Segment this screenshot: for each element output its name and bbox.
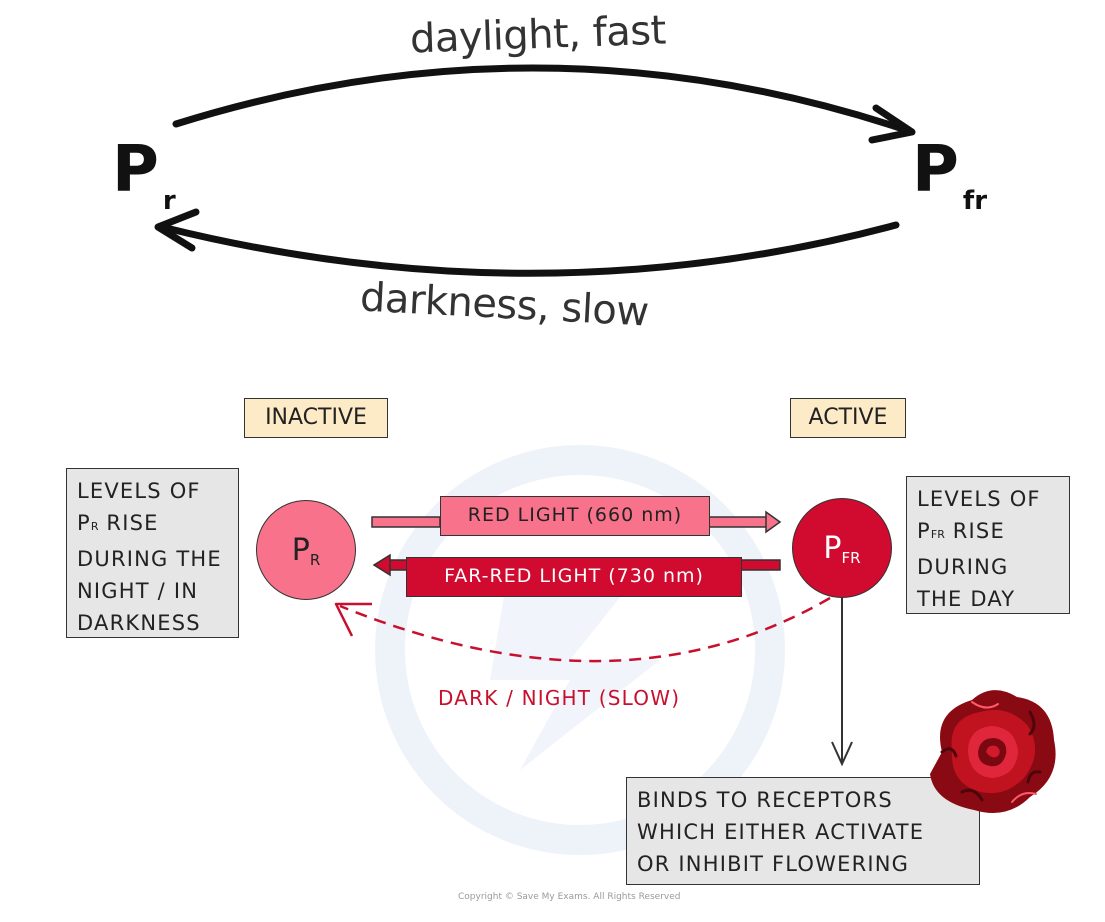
pfr-levels-note: LEVELS OF PFR RISE DURING THE DAY [906, 476, 1070, 614]
dark-night-arrowhead [334, 602, 372, 637]
darkness-arrow [162, 221, 900, 277]
daylight-arrow [172, 64, 904, 132]
far-red-shaft-right [739, 559, 781, 571]
active-tag: ACTIVE [790, 398, 906, 438]
pr-levels-note: LEVELS OF PR RISE DURING THE NIGHT / IN … [66, 468, 239, 638]
far-red-light-label: FAR-RED LIGHT (730 nm) [406, 557, 742, 597]
watermark-logo-icon [375, 445, 785, 855]
inactive-tag: INACTIVE [244, 398, 388, 438]
rose-icon [930, 690, 1056, 814]
daylight-arrowhead [868, 104, 916, 144]
red-light-shaft-left [371, 516, 441, 528]
red-light-arrowhead [765, 510, 782, 534]
darkness-arrowhead [154, 208, 200, 252]
far-red-arrowhead [372, 553, 391, 577]
dark-night-label: DARK / NIGHT (SLOW) [438, 686, 681, 710]
red-light-shaft-right [707, 516, 769, 528]
receptor-outcome-box: BINDS TO RECEPTORS WHICH EITHER ACTIVATE… [626, 777, 980, 885]
red-light-label: RED LIGHT (660 nm) [440, 496, 710, 536]
top-cycle-arrows [154, 64, 916, 277]
dark-night-dashed-curve [339, 596, 831, 663]
pfr-to-receptors-arrowhead [831, 741, 853, 767]
copyright-footer: Copyright © Save My Exams. All Rights Re… [458, 892, 681, 902]
